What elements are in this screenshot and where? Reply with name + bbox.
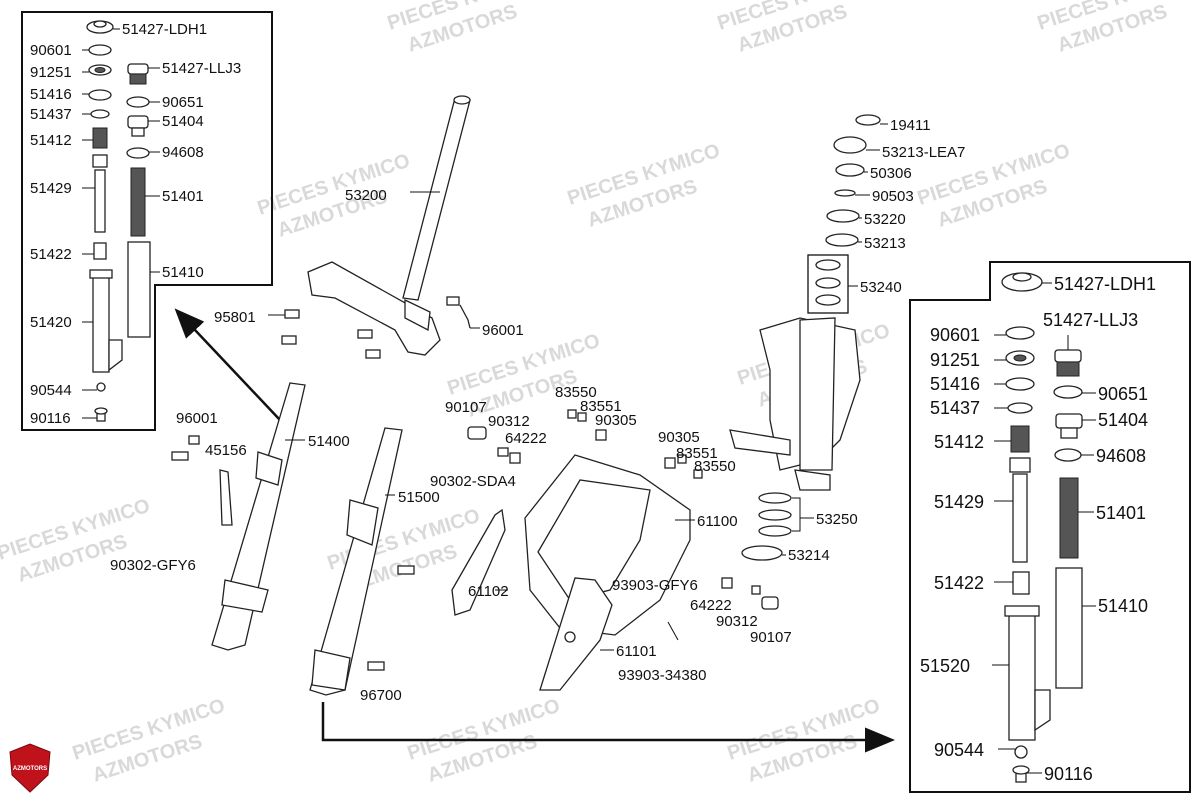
part-label: 53213 [864,235,906,252]
part-label: 61101 [616,643,657,660]
part-label: 53214 [788,547,830,564]
part-label: 19411 [890,117,931,134]
left-inset-frame [21,11,273,431]
part-label: 51427-LLJ3 [1043,310,1138,330]
left-fork-leg [171,382,306,651]
part-label: 51427-LDH1 [122,21,207,38]
part-label: 90651 [1098,384,1148,404]
part-label: 83551 [580,398,622,415]
part-label: 53200 [345,187,387,204]
part-label: 90305 [595,412,637,429]
part-label: 90305 [658,429,700,446]
part-label: 90116 [30,410,71,427]
part-label: 51416 [930,374,980,394]
part-label: 51400 [308,433,350,450]
part-label: 61100 [697,513,738,530]
front-fender [451,454,695,691]
part-label: 51422 [934,573,984,593]
part-label: 93903-34380 [618,667,706,684]
steering-bearings [741,114,888,561]
part-label: 51500 [398,489,440,506]
frame-head [729,317,861,491]
part-label: 51437 [930,398,980,418]
left-inset: 51427-LDH1 90601 91251 51427-LLJ3 51416 … [21,11,273,431]
part-label: 51404 [162,113,204,130]
part-label: 51427-LDH1 [1054,274,1156,294]
part-label: 90544 [934,740,984,760]
part-label: 90312 [488,413,530,430]
part-label: 83551 [676,445,718,462]
part-label: 51420 [30,314,72,331]
part-label: 90302-SDA4 [430,473,516,490]
shield-icon [9,743,51,793]
part-label: 51429 [934,492,984,512]
steering-stem [307,95,471,356]
main-labels: 53200 95801 96001 96001 45156 51400 5150… [110,117,965,704]
part-label: 51412 [30,132,72,149]
part-label: 51422 [30,246,72,263]
part-label: 51427-LLJ3 [162,60,241,77]
part-label: 94608 [162,144,204,161]
part-label: 53213-LEA7 [882,144,965,161]
left-inset-leaders [82,28,160,419]
part-label: 64222 [505,430,547,447]
part-label: 51410 [162,264,204,281]
part-label: 83550 [555,384,597,401]
part-label: 51429 [30,180,72,197]
part-label: 90107 [750,629,792,646]
stem-bolts [268,296,480,359]
part-label: 51412 [934,432,984,452]
part-label: 90312 [716,613,758,630]
part-label: 51520 [920,656,970,676]
right-inset: 51427-LDH1 90601 51427-LLJ3 91251 51416 … [909,261,1191,793]
part-label: 51416 [30,86,72,103]
right-inset-leaders [992,282,1096,774]
part-label: 51410 [1098,596,1148,616]
part-label: 53250 [816,511,858,528]
part-label: 51401 [162,188,204,205]
fender-fasteners [467,409,779,641]
bearing-group-frame [807,254,849,314]
part-label: 51401 [1096,503,1146,523]
part-label: 90116 [1044,764,1093,784]
right-fork-leg [309,427,415,696]
part-label: 64222 [690,597,732,614]
part-label: 45156 [205,442,247,459]
part-label: 61102 [468,583,509,600]
part-label: 96001 [482,322,524,339]
left-inset-parts [86,20,151,422]
part-label: 90503 [872,188,914,205]
part-label: 90651 [162,94,204,111]
logo-text: AZMOTORS [13,766,47,772]
part-label: 50306 [870,165,912,182]
part-label: 51404 [1098,410,1148,430]
part-label: 90302-GFY6 [110,557,196,574]
part-label: 93903-GFY6 [612,577,698,594]
right-inset-parts [1001,272,1083,783]
part-label: 53220 [864,211,906,228]
azmotors-logo: AZMOTORS [9,743,51,793]
part-label: 83550 [694,458,736,475]
part-label: 90601 [930,325,980,345]
part-label: 96001 [176,410,218,427]
part-label: 90601 [30,42,72,59]
part-label: 95801 [214,309,256,326]
part-label: 90544 [30,382,72,399]
right-inset-frame [909,261,1191,793]
part-label: 53240 [860,279,902,296]
part-label: 91251 [930,350,980,370]
part-label: 91251 [30,64,72,81]
part-label: 94608 [1096,446,1146,466]
part-label: 90107 [445,399,487,416]
arrow-to-left-inset [174,308,281,421]
arrow-to-right-inset [321,702,895,753]
part-label: 96700 [360,687,402,704]
part-label: 51437 [30,106,72,123]
